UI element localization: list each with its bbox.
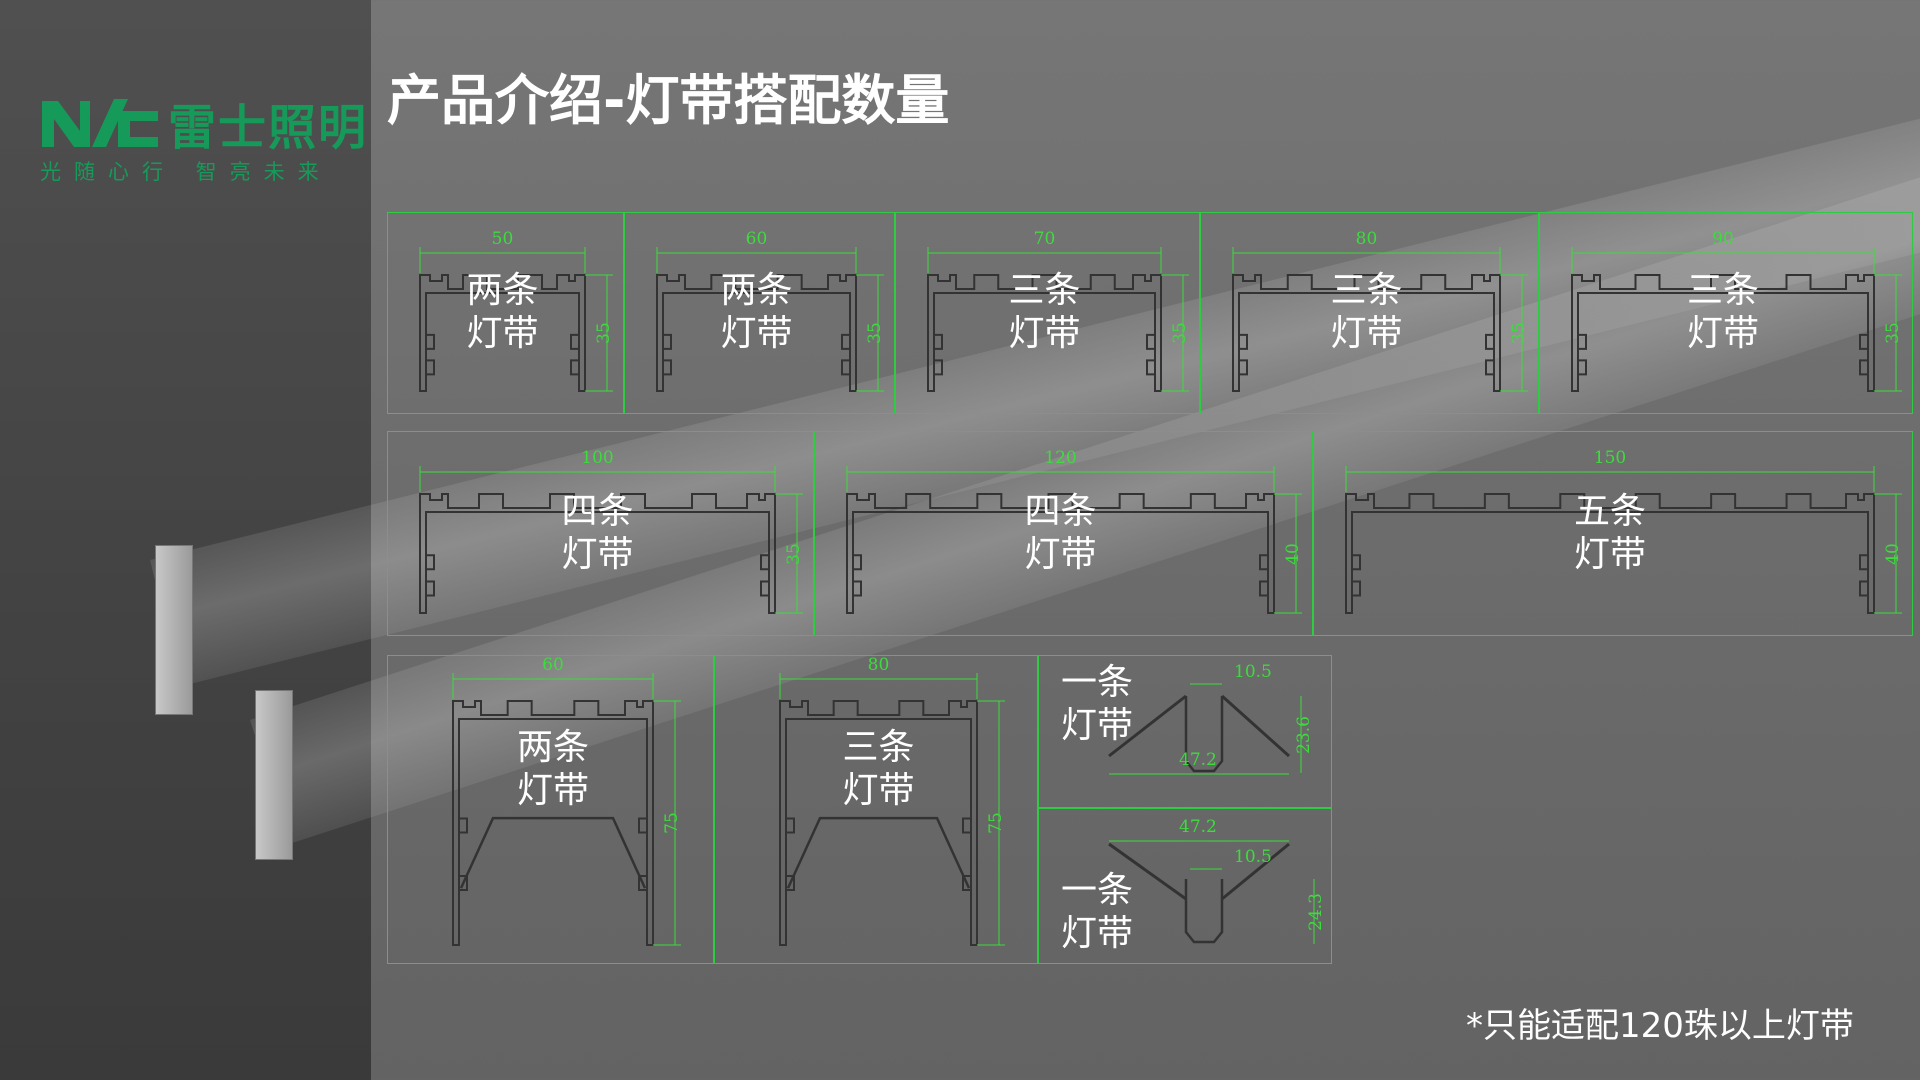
profile-drawing bbox=[1571, 247, 1902, 392]
height-dimension: 75 bbox=[985, 812, 1006, 834]
width-dimension: 150 bbox=[1593, 448, 1627, 468]
brand-logo: 雷士照明 bbox=[40, 88, 368, 158]
height-dimension: 35 bbox=[783, 542, 804, 565]
inner-width-dimension: 10.5 bbox=[1234, 662, 1272, 682]
profile-drawing bbox=[927, 247, 1189, 392]
page-title: 产品介绍-灯带搭配数量 bbox=[387, 69, 950, 132]
profile-cell: 47.2 10.5 23.6 一条 灯带 bbox=[1038, 655, 1332, 808]
inner-width-dimension: 10.5 bbox=[1234, 847, 1272, 867]
strip-count-label: 三条 灯带 bbox=[1686, 270, 1759, 354]
brand-tagline: 光随心行 智亮未来 bbox=[40, 160, 332, 184]
height-dimension: 35 bbox=[593, 322, 614, 344]
profile-cell: 80 75 三条 灯带 bbox=[714, 655, 1038, 964]
height-dimension: 40 bbox=[1282, 542, 1303, 565]
strip-count-label: 四条 灯带 bbox=[561, 490, 634, 575]
strip-count-label: 两条 灯带 bbox=[516, 727, 589, 811]
profile-drawing bbox=[1345, 466, 1902, 614]
profile-cell: 120 40 四条 灯带 bbox=[814, 431, 1313, 636]
profile-drawing bbox=[419, 247, 613, 392]
profile-cell: 150 40 五条 灯带 bbox=[1313, 431, 1913, 636]
width-dimension: 47.2 bbox=[1179, 817, 1217, 837]
height-dimension: 35 bbox=[1169, 322, 1190, 344]
profile-drawing bbox=[846, 466, 1302, 614]
profile-drawing bbox=[419, 466, 803, 614]
fixture-endcap bbox=[155, 545, 193, 715]
profile-drawing bbox=[1108, 840, 1315, 944]
profile-cell: 60 35 两条 灯带 bbox=[624, 212, 895, 414]
height-dimension: 24.3 bbox=[1305, 892, 1326, 931]
profile-cell: 70 35 三条 灯带 bbox=[895, 212, 1200, 414]
width-dimension: 60 bbox=[542, 655, 564, 675]
width-dimension: 70 bbox=[1033, 229, 1056, 249]
profile-drawing bbox=[656, 247, 884, 392]
strip-count-label: 三条 灯带 bbox=[1008, 270, 1081, 354]
height-dimension: 35 bbox=[1508, 322, 1529, 344]
brand-name: 雷士照明 bbox=[168, 100, 369, 156]
width-dimension: 50 bbox=[491, 229, 514, 249]
strip-count-label: 一条 灯带 bbox=[1060, 870, 1133, 954]
width-dimension: 100 bbox=[581, 448, 614, 468]
strip-count-label: 四条 灯带 bbox=[1024, 490, 1097, 575]
strip-count-label: 两条 灯带 bbox=[720, 270, 793, 354]
width-dimension: 80 bbox=[1355, 229, 1378, 249]
profile-drawing bbox=[1108, 683, 1302, 775]
width-dimension: 47.2 bbox=[1179, 750, 1217, 770]
profile-cell: 60 75 两条 灯带 bbox=[387, 655, 714, 964]
profile-drawing bbox=[1232, 247, 1528, 392]
nvc-logo-icon bbox=[42, 99, 158, 147]
profile-cell: 80 35 三条 灯带 bbox=[1200, 212, 1539, 414]
strip-count-label: 三条 灯带 bbox=[1330, 270, 1403, 354]
fixture-endcap bbox=[255, 690, 293, 860]
strip-count-label: 三条 灯带 bbox=[842, 727, 915, 811]
height-dimension: 75 bbox=[661, 812, 682, 834]
strip-count-label: 两条 灯带 bbox=[466, 270, 539, 354]
height-dimension: 35 bbox=[864, 322, 885, 344]
profile-cell: 90 35 三条 灯带 bbox=[1539, 212, 1913, 414]
profile-cell: 100 35 四条 灯带 bbox=[387, 431, 814, 636]
width-dimension: 80 bbox=[867, 655, 890, 675]
profile-drawing bbox=[779, 673, 1005, 946]
profile-drawing bbox=[452, 673, 681, 946]
width-dimension: 120 bbox=[1044, 448, 1077, 468]
height-dimension: 35 bbox=[1882, 322, 1903, 344]
footnote: *只能适配120珠以上灯带 bbox=[1466, 1006, 1854, 1046]
strip-count-label: 一条 灯带 bbox=[1060, 662, 1133, 746]
profile-cell: 47.2 10.5 24.3 一条 灯带 bbox=[1038, 808, 1332, 964]
height-dimension: 23.6 bbox=[1293, 715, 1314, 754]
strip-count-label: 五条 灯带 bbox=[1573, 490, 1646, 575]
height-dimension: 40 bbox=[1882, 542, 1903, 565]
left-panel bbox=[0, 0, 371, 1080]
profile-cell: 50 35 两条 灯带 bbox=[387, 212, 624, 414]
width-dimension: 60 bbox=[745, 229, 768, 249]
width-dimension: 90 bbox=[1712, 229, 1734, 249]
